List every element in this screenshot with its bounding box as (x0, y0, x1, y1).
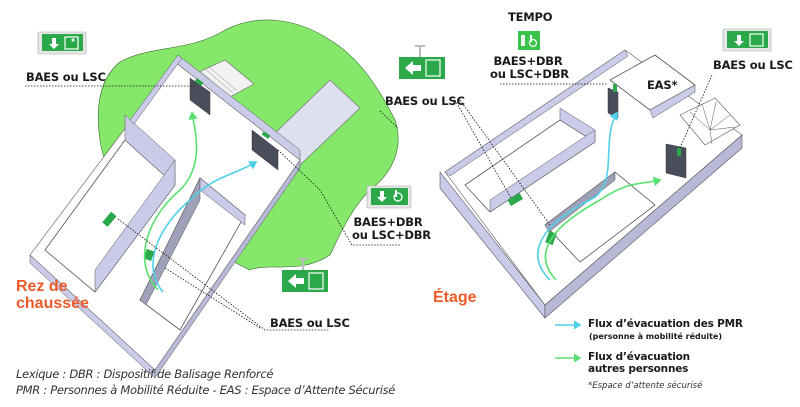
door-main (189, 77, 211, 116)
exit-sign-down-arrow-running-man-icon (722, 28, 772, 52)
legend-others-line1: Flux d’évacuation (588, 351, 690, 363)
label-baes-top-left: BAES ou LSC (26, 70, 106, 84)
legend-others-label: Flux d’évacuation autres personnes (588, 351, 690, 375)
exit-sign-down-arrow-wheelchair-icon (366, 185, 412, 209)
floor-title-line2: chaussée (16, 295, 89, 312)
label-baes-upper-right: BAES ou LSC (713, 58, 793, 72)
label-baes-dbr-right: BAES+DBR ou LSC+DBR (352, 215, 431, 242)
flow-pmr-ground (152, 161, 258, 293)
label-tempo: TEMPO (508, 10, 553, 24)
legend-others-line2: autres personnes (588, 363, 689, 375)
floor-title-line1: Rez de (16, 278, 68, 295)
floor-title-upper: Étage (433, 289, 477, 306)
label-line1: BAES+DBR (493, 54, 563, 68)
lexique-line2: PMR : Personnes à Mobilité Réduite - EAS… (16, 383, 396, 397)
label-line1: BAES+DBR (353, 215, 423, 229)
label-line2: ou LSC+DBR (490, 67, 569, 81)
label-line2: ou LSC+DBR (352, 228, 431, 242)
legend-pmr-label: Flux d’évacuation des PMR (588, 318, 743, 330)
legend-pmr-sublabel: (personne à mobilité réduite) (589, 332, 723, 341)
label-eas: EAS* (647, 78, 678, 92)
label-baes-top-center: BAES ou LSC (385, 94, 465, 108)
label-baes-bottom: BAES ou LSC (270, 316, 350, 330)
flow-pmr-upper (537, 111, 618, 281)
pointer-bottom (117, 218, 330, 331)
door-terrace (251, 129, 279, 171)
wall-sign-center (143, 248, 155, 262)
wall-sign-left (102, 211, 117, 227)
pointer-upper-right (679, 74, 713, 149)
upper-floor-plan (439, 49, 743, 319)
lexique: Lexique : DBR : Dispositif de Balisage R… (16, 366, 395, 398)
wall-sign-upper-left (507, 192, 524, 206)
exit-sign-left-arrow-running-man-hanging-icon (399, 45, 445, 79)
pointer-top-center (379, 110, 399, 129)
label-baes-dbr-upper: BAES+DBR ou LSC+DBR (490, 54, 569, 81)
floor-title-ground: Rez de chaussée (16, 278, 89, 312)
lexique-line1: Lexique : DBR : Dispositif de Balisage R… (16, 367, 274, 381)
exit-sign-left-arrow-running-man-hanging-icon (282, 258, 328, 292)
door-stairs (665, 143, 687, 179)
exit-sign-down-arrow-running-man-icon (37, 31, 87, 55)
flow-others-upper (544, 176, 662, 281)
legend-note: *Espace d’attente sécurisé (588, 381, 703, 391)
tempo-wheelchair-sign-icon (518, 31, 540, 50)
ground-floor-plan (25, 19, 400, 379)
spiral-staircase (679, 97, 741, 146)
flow-others-ground (143, 111, 198, 291)
